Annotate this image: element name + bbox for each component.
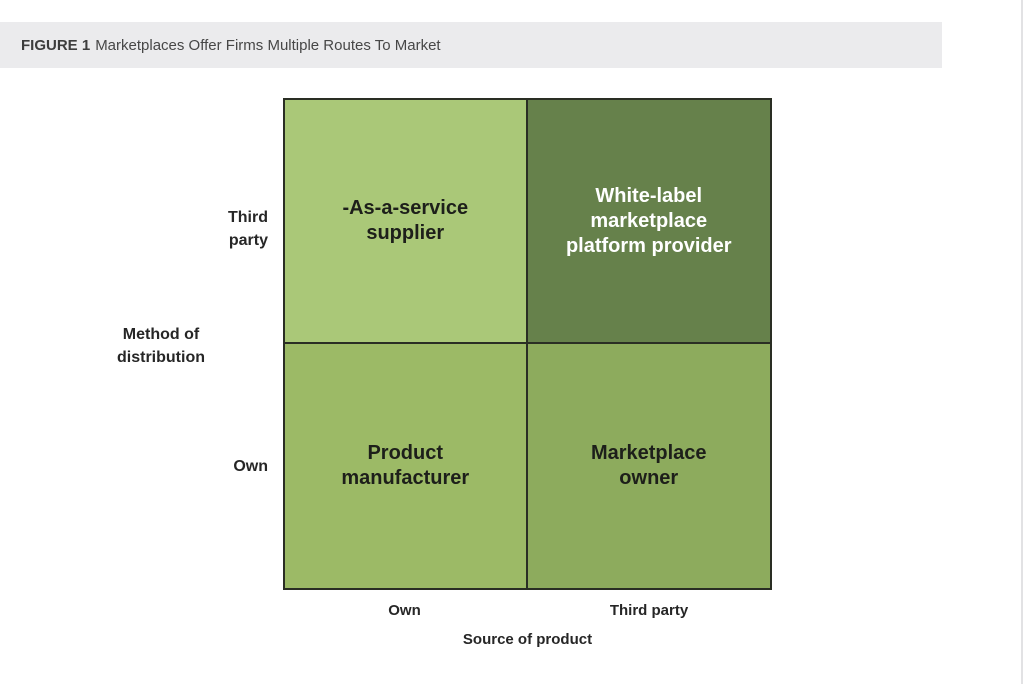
x-axis-tick-own: Own	[388, 602, 421, 619]
quadrant-as-a-service-supplier: -As-a-service supplier	[285, 100, 528, 344]
quadrant-white-label-marketplace-platform-provider: White-label marketplace platform provide…	[527, 100, 770, 344]
quadrant-marketplace-owner: Marketplace owner	[527, 344, 770, 588]
quadrant-label-as-a-service-supplier: -As-a-service supplier	[342, 197, 469, 244]
x-axis-tick-third-party: Third party	[609, 602, 689, 619]
quadrant-label-marketplace-owner: Marketplace owner	[590, 442, 707, 489]
quadrant-label-product-manufacturer: Product manufacturer	[341, 442, 470, 489]
figure-header-bar: FIGURE 1 Marketplaces Offer Firms Multip…	[0, 22, 942, 68]
y-axis-tick-third-party: Third party	[228, 209, 268, 249]
y-axis-tick-own: Own	[233, 458, 268, 475]
quadrant-label-white-label-marketplace-platform-provider: White-label marketplace platform provide…	[565, 184, 732, 257]
quadrant-product-manufacturer: Product manufacturer	[285, 344, 528, 588]
quadrant-matrix: -As-a-service supplier White-label marke…	[283, 98, 772, 590]
y-axis-title-method-of-distribution: Method of distribution	[117, 326, 205, 366]
figure-title: Marketplaces Offer Firms Multiple Routes…	[95, 36, 441, 54]
x-axis-title-source-of-product: Source of product	[462, 631, 593, 648]
page-right-border-line	[1021, 0, 1023, 684]
figure-number-label: FIGURE 1	[21, 36, 91, 54]
